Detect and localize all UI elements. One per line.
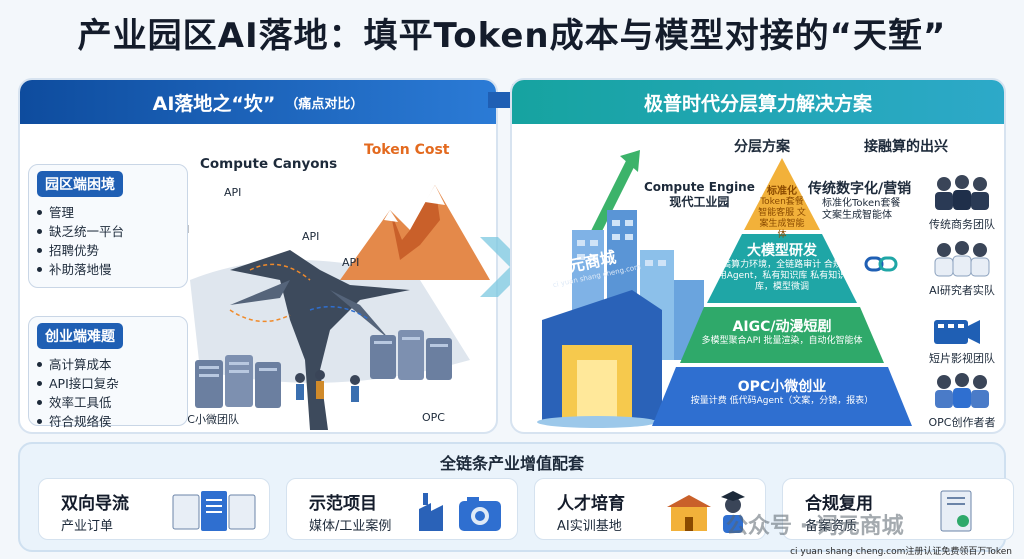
video-camera-icon xyxy=(934,320,980,344)
card-demo-title: 示范项目 xyxy=(309,494,377,514)
list-item: 补助落地慢 xyxy=(37,260,179,279)
startup-issues-title: 创业端难题 xyxy=(37,323,123,349)
card-traffic: 双向导流 产业订单 xyxy=(38,478,270,540)
card-talent-sub: AI实训基地 xyxy=(557,519,622,534)
card-compliance-sub: 备案资质 xyxy=(805,519,858,534)
value-added-title: 全链条产业增值配套 xyxy=(439,454,584,473)
tier-3-desc: 多模型聚合API 批量渲染，自动化智能体 xyxy=(701,336,863,346)
startup-issues-box: 创业端难题 高计算成本 API接口复杂 效率工具低 符合规络侯 xyxy=(28,316,188,429)
pain-points-title: AI落地之“坎” xyxy=(152,92,276,115)
tier-column-title: 分层方案 xyxy=(734,139,790,155)
researcher-team-icon xyxy=(934,241,990,277)
list-item: API接口复杂 xyxy=(37,374,179,393)
server-racks-left xyxy=(195,355,281,408)
creator-team-icon xyxy=(935,373,989,408)
park-issues-title: 园区端困境 xyxy=(37,171,123,197)
team-label-film: 短片影视团队 xyxy=(929,352,995,365)
tier-2-desc: 高高算力环境，全链路审计 合规专用Agent，私有知识库 私有知识库，模型微调 xyxy=(713,260,851,292)
solution-panel: 极普时代分层算力解决方案 分层方案 接融算的出兴 Compute Engine … xyxy=(510,78,1006,434)
list-item: 招聘优势 xyxy=(37,241,179,260)
canyon-illustration xyxy=(190,185,490,430)
tier-1-shape xyxy=(744,158,820,230)
card-talent-title: 人才培育 xyxy=(557,494,625,514)
digital-marketing-sub-2: 文案生成智能体 xyxy=(822,210,892,221)
tier-3-shape xyxy=(680,307,884,363)
solution-header: 极普时代分层算力解决方案 xyxy=(512,80,1004,124)
tier-4-title: OPC小微创业 xyxy=(737,379,827,395)
pain-points-subtitle: （痛点对比） xyxy=(285,96,364,112)
tier-3-title: AIGC/动漫短剧 xyxy=(732,319,832,335)
compute-canyons-label: Compute Canyons xyxy=(200,156,338,172)
opc-team-label: OPC小微团队 xyxy=(172,413,239,426)
list-item: 管理 xyxy=(37,203,179,222)
card-demo: 示范项目 媒体/工业案例 xyxy=(286,478,518,540)
server-racks-right xyxy=(370,330,452,380)
digital-marketing-title: 传统数字化/营销 xyxy=(808,181,912,197)
card-traffic-sub: 产业订单 xyxy=(61,519,114,534)
token-cost-label: Token Cost xyxy=(364,142,450,158)
industrial-park-title: 现代工业园 xyxy=(669,195,730,209)
list-item: 符合规络侯 xyxy=(37,412,179,431)
school-graduate-icon xyxy=(667,491,745,533)
card-demo-sub: 媒体/工业案例 xyxy=(309,519,392,534)
tier-2: 大模型研发 高高算力环境，全链路审计 合规专用Agent，私有知识库 私有知识库… xyxy=(712,240,852,293)
startup-people xyxy=(295,370,360,402)
team-label-researcher: AI研究者实队 xyxy=(929,284,995,297)
outcome-column-title: 接融算的出兴 xyxy=(864,139,948,155)
tier-1-desc: Token套餐 智能客服 文案生成智能体 xyxy=(758,197,806,240)
footer-note: ci yuan shang cheng.com注册认证免费领百万Token xyxy=(790,547,1012,557)
tier-2-shape xyxy=(707,234,857,303)
digital-marketing-sub-1: 标准化Token套餐 xyxy=(822,198,901,209)
tier-4: OPC小微创业 按量计费 低代码Agent（文案，分镜，报表） xyxy=(672,376,892,407)
compute-engine-label: Compute Engine 现代工业园 xyxy=(644,180,755,210)
pain-points-header: AI落地之“坎” （痛点对比） xyxy=(20,80,496,124)
watermark: 公众号 · 词元商城 xyxy=(726,514,904,539)
pain-points-panel: AI落地之“坎” （痛点对比） xyxy=(18,78,498,434)
team-label-opc: OPC创作者者 xyxy=(928,416,996,429)
business-team-icon xyxy=(935,175,989,210)
certificate-icon xyxy=(940,490,972,532)
api-label-3: API xyxy=(302,230,320,243)
tier-4-desc: 按量计费 低代码Agent（文案，分镜，报表） xyxy=(690,396,874,406)
list-item: 高计算成本 xyxy=(37,355,179,374)
tier-1-title: 标准化 xyxy=(767,186,797,197)
compute-engine-title: Compute Engine xyxy=(644,180,755,194)
documents-icon xyxy=(172,491,256,531)
list-item: 效率工具低 xyxy=(37,393,179,412)
startup-issues-list: 高计算成本 API接口复杂 效率工具低 符合规络侯 xyxy=(37,355,179,431)
page-title: 产业园区AI落地：填平Token成本与模型对接的“天堑” xyxy=(77,16,947,56)
tier-pyramid xyxy=(652,158,912,426)
park-issues-box: 园区端困境 管理 缺乏统一平台 招聘优势 补助落地慢 xyxy=(28,164,188,288)
tier-4-shape xyxy=(652,367,912,426)
tier-2-title: 大模型研发 xyxy=(747,243,817,259)
factory-camera-icon xyxy=(419,493,501,531)
card-traffic-title: 双向导流 xyxy=(61,494,129,514)
api-label-1: API xyxy=(224,186,242,199)
team-label-business: 传统商务团队 xyxy=(929,218,995,231)
api-label-4: API xyxy=(342,256,360,269)
tier-1: 标准化 Token套餐 智能客服 文案生成智能体 xyxy=(756,182,808,241)
opc-label: OPC xyxy=(422,411,445,424)
link-icon xyxy=(864,256,898,272)
card-compliance-title: 合规复用 xyxy=(805,494,873,514)
card-compliance: 合规复用 备案资质 xyxy=(782,478,1014,540)
tier-3: AIGC/动漫短剧 多模型聚合API 批量渲染，自动化智能体 xyxy=(692,316,872,347)
park-issues-list: 管理 缺乏统一平台 招聘优势 补助落地慢 xyxy=(37,203,179,279)
card-talent: 人才培育 AI实训基地 xyxy=(534,478,766,540)
list-item: 缺乏统一平台 xyxy=(37,222,179,241)
value-added-section: 全链条产业增值配套 双向导流 产业订单 示范项目 媒体/工业案例 人才培育 AI… xyxy=(18,442,1014,552)
